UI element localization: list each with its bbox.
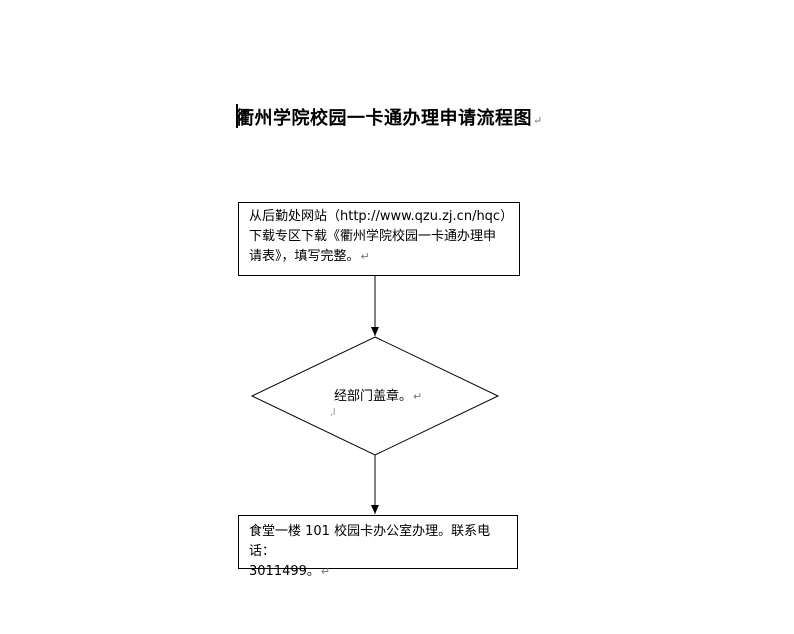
paragraph-mark-icon: ↵ — [360, 250, 370, 263]
step1-line1: 从后勤处网站（http://www.qzu.zj.cn/hqc） — [249, 209, 514, 224]
step1-line2: 下载专区下载《衢州学院校园一卡通办理申 — [249, 229, 497, 244]
step3-line2: 3011499。↵ — [249, 564, 331, 579]
step3-box: 食堂一楼 101 校园卡办公室办理。联系电话： 3011499。↵ — [238, 515, 518, 579]
step2-text: 经部门盖章。↵ — [334, 389, 423, 404]
paragraph-mark-icon: ↵ — [413, 390, 423, 403]
step1-line3: 请表》，填写完整。↵ — [249, 249, 370, 264]
paragraph-mark-icon: ↵ — [320, 565, 331, 578]
text-cursor — [236, 104, 238, 128]
paragraph-mark-icon: ↵ — [533, 114, 543, 127]
step3-line1: 食堂一楼 101 校园卡办公室办理。联系电话： — [249, 524, 491, 559]
page-title: 衢州学院校园一卡通办理申请流程图↵ — [236, 108, 543, 129]
stray-mark-icon: ,l — [330, 408, 336, 418]
step1-box: 从后勤处网站（http://www.qzu.zj.cn/hqc） 下载专区下载《… — [238, 202, 520, 276]
